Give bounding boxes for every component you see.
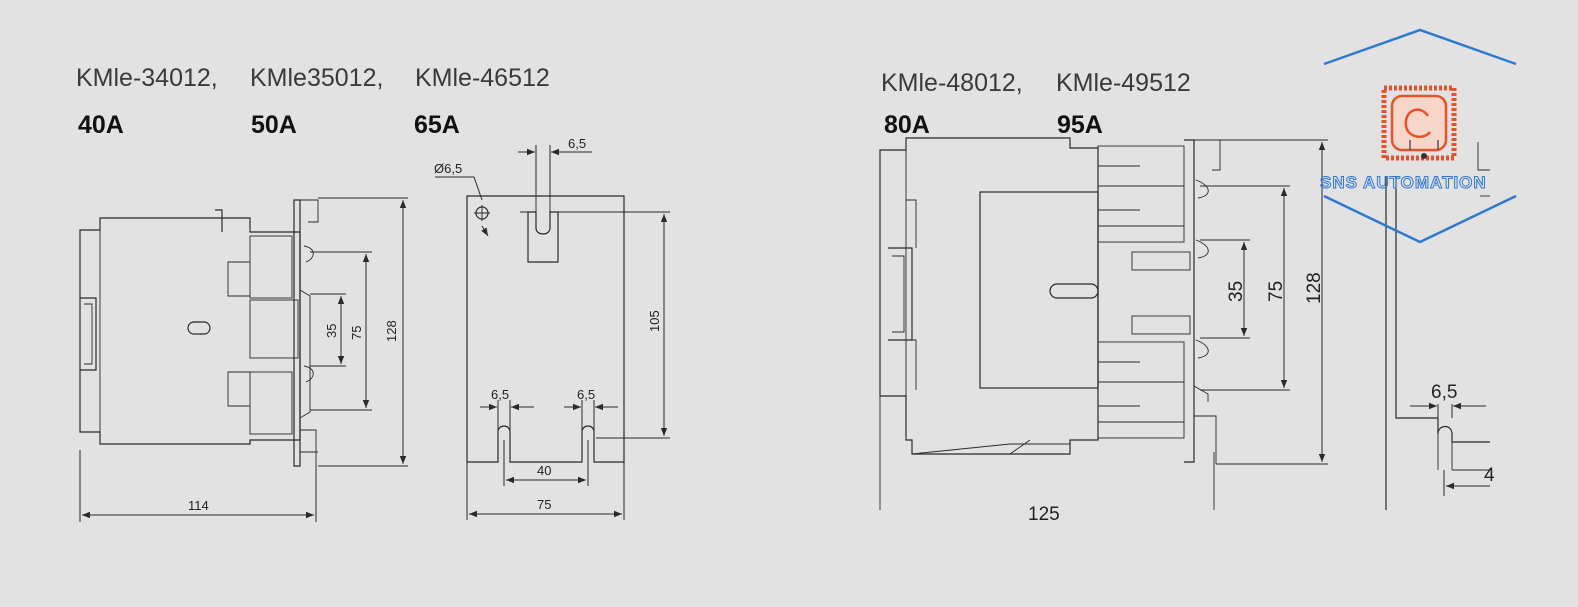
watermark-text: SNS AUTOMATION (1320, 173, 1487, 192)
dim-height-total-right: 128 (1304, 272, 1325, 304)
dim-slot-right-group: 6,5 (1431, 382, 1457, 403)
watermark-bottom-chevron (1323, 194, 1517, 244)
chip-icon (1381, 85, 1457, 161)
dim-height-total: 128 (384, 320, 399, 342)
right-back-view-partial (1385, 142, 1490, 510)
dim-rail-35-right: 35 (1226, 281, 1247, 302)
dim-slot-top: 6,5 (568, 136, 586, 151)
model-label-4: KMle-48012, (881, 69, 1023, 97)
dim-cut-partial: 4 (1484, 465, 1495, 486)
dim-slot-right: 6,5 (577, 387, 595, 402)
model-label-2: KMle35012, (250, 64, 383, 92)
left-back-view (466, 195, 625, 463)
sns-automation-watermark: SNS AUTOMATION (1320, 28, 1517, 244)
left-model-labels: KMle-34012, KMle35012, KMle-46512 40A 50… (76, 64, 550, 139)
dim-rail-35: 35 (324, 324, 339, 338)
dim-slot-spacing: 40 (537, 463, 551, 478)
left-side-dimensions: 114 128 75 35 (79, 197, 408, 522)
right-side-view (879, 137, 1221, 510)
watermark-top-chevron (1323, 28, 1517, 66)
rating-label-1: 40A (78, 111, 124, 139)
rating-label-3: 65A (414, 111, 460, 139)
model-label-5: KMle-49512 (1056, 69, 1191, 97)
dim-width-partial: 125 (1028, 504, 1060, 525)
rating-label-5: 95A (1057, 111, 1103, 139)
dim-rail-75: 75 (349, 326, 364, 340)
right-back-dimensions: 6,5 4 (1410, 382, 1495, 496)
right-model-labels: KMle-48012, KMle-49512 80A 95A (881, 69, 1191, 139)
dim-height-105: 105 (647, 310, 662, 332)
dim-slot-left: 6,5 (491, 387, 509, 402)
model-label-3: KMle-46512 (415, 64, 550, 92)
left-side-view (79, 199, 319, 467)
dim-base-width: 75 (537, 497, 551, 512)
dim-rail-75-right: 75 (1266, 281, 1287, 302)
rating-label-2: 50A (251, 111, 297, 139)
right-side-dimensions: 75 35 128 125 (1028, 139, 1328, 525)
dim-width: 114 (188, 498, 209, 513)
rating-label-4: 80A (884, 111, 930, 139)
left-back-dimensions: Ø6,5 6,5 105 6,5 6,5 40 75 (434, 136, 670, 520)
dim-hole-dia: Ø6,5 (434, 161, 462, 176)
model-label-1: KMle-34012, (76, 64, 218, 92)
